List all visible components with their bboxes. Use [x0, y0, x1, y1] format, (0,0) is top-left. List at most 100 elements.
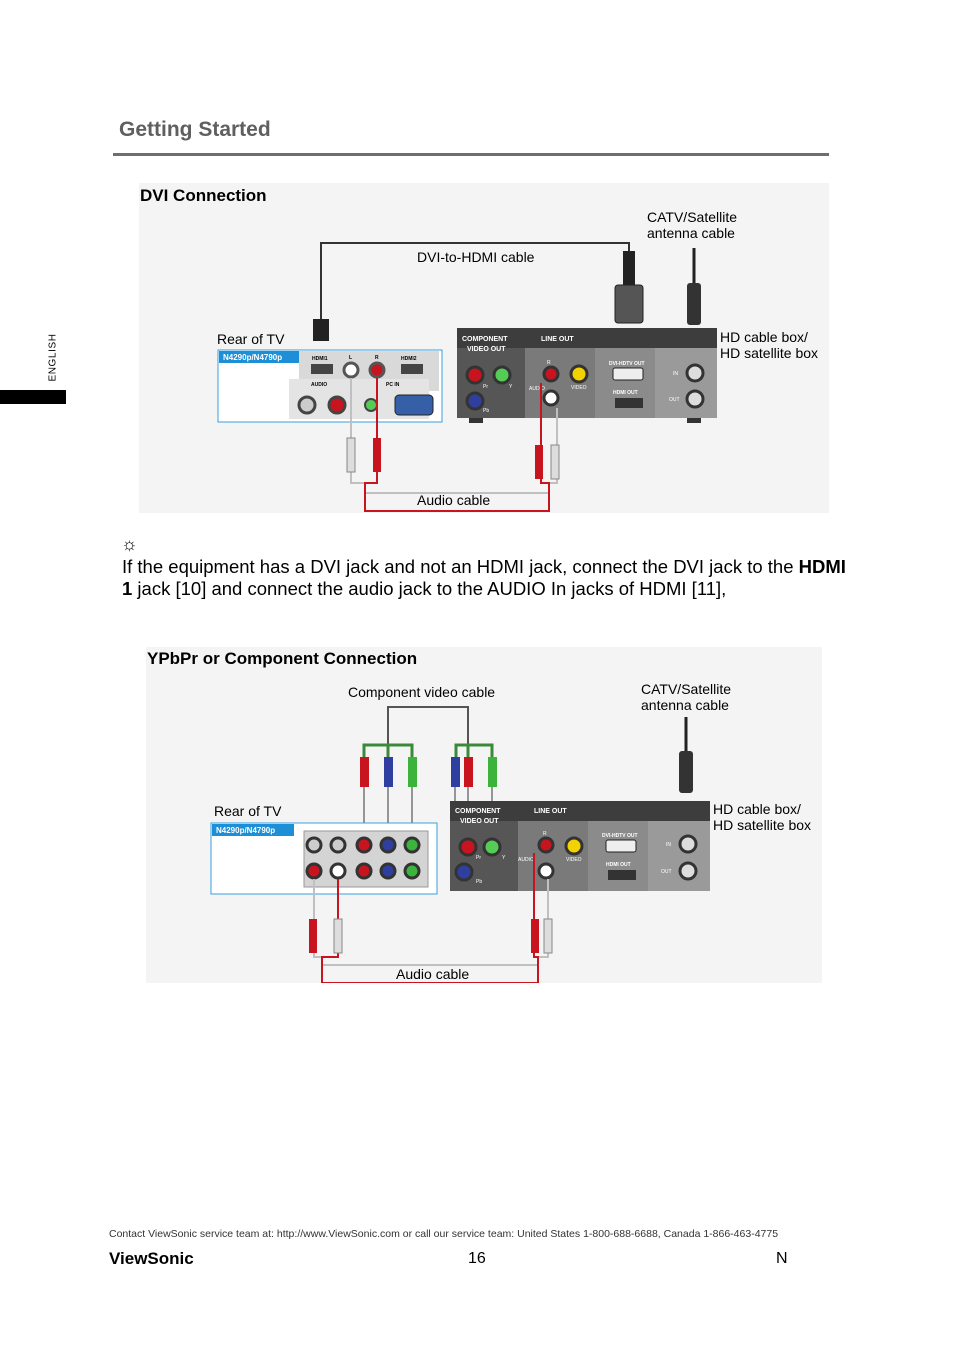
audio-cable-white — [350, 378, 558, 494]
audio-plug-white-box — [543, 918, 553, 954]
box-plug-blue — [451, 757, 460, 787]
dvi-connector — [614, 284, 644, 324]
box-plug-red — [464, 757, 473, 787]
box-plug-green — [488, 757, 497, 787]
box-pr-label: Pr — [483, 384, 488, 390]
rear-tv-label: Rear of TV — [214, 803, 282, 819]
box-audio-label: AUDIO — [518, 857, 534, 863]
dvi-cable-boot — [623, 251, 635, 286]
component-figure-title: YPbPr or Component Connection — [147, 649, 418, 668]
box-foot-right — [687, 418, 701, 423]
hd-box-antenna-panel — [655, 348, 717, 418]
model-badge — [212, 824, 294, 836]
box-y-jack — [492, 365, 512, 385]
note-text-part1: If the equipment has a DVI jack and not … — [122, 556, 799, 577]
model-badge — [219, 351, 301, 363]
component-cable-label: Component video cable — [348, 684, 495, 700]
audio-plug-red-tv — [373, 438, 381, 472]
hd-box-top-strip — [457, 328, 717, 348]
box-component-label-1: COMPONENT — [462, 336, 508, 343]
box-foot-left — [469, 418, 483, 423]
box-hdmi-label: HDMI OUT — [606, 862, 631, 868]
hd-box-lineout-panel — [518, 821, 588, 891]
tv-jack-bottom-1 — [305, 862, 323, 880]
box-dvi-label: DVI-HDTV OUT — [609, 361, 645, 367]
box-y-label: Y — [509, 384, 513, 390]
box-video-jack — [569, 364, 589, 384]
box-dvi-port — [612, 367, 644, 381]
hd-box-label-line1: HD cable box/ — [713, 801, 801, 817]
dvi-hdmi-cable — [320, 242, 630, 321]
note-text-bold: HDMI 1 — [122, 556, 846, 599]
component-cable-split-box — [454, 743, 494, 757]
footer-brand: ViewSonic — [109, 1249, 194, 1268]
tv-hdmi2-port — [401, 364, 423, 374]
audio-cable-red — [321, 853, 539, 983]
box-y-jack — [482, 837, 502, 857]
tv-jack-top-5 — [403, 836, 421, 854]
model-badge-text: N4290p/N4790p — [216, 826, 275, 835]
box-r-label: R — [543, 831, 547, 837]
box-y-label: Y — [502, 855, 506, 861]
tv-pc-audio-jack — [364, 398, 378, 412]
tv-hdmi2-label: HDMI2 — [401, 356, 417, 362]
hdmi-connector — [313, 319, 329, 341]
catv-label-line2: antenna cable — [647, 225, 735, 241]
tv-jack-top-2 — [329, 836, 347, 854]
box-dvi-label: DVI-HDTV OUT — [602, 833, 638, 839]
title-divider — [113, 153, 829, 156]
hd-box-digital-panel — [588, 821, 648, 891]
language-tab-bar — [0, 390, 66, 404]
hd-box-lineout-panel — [525, 348, 595, 418]
language-tab: ENGLISH — [48, 330, 67, 390]
antenna-connector — [679, 751, 693, 793]
tv-audio-jack-1 — [297, 395, 317, 415]
component-cable-split-tv — [362, 743, 414, 757]
audio-plug-white-box — [550, 444, 560, 480]
box-video-jack — [564, 836, 584, 856]
catv-label-line1: CATV/Satellite — [641, 681, 731, 697]
tv-pcin-label: PC IN — [386, 382, 400, 388]
box-component-label-2: VIDEO OUT — [460, 818, 499, 825]
box-dvi-port — [605, 839, 637, 853]
box-pb-jack — [465, 391, 485, 411]
hd-box-label-line2: HD satellite box — [720, 345, 818, 361]
tv-l-label: L — [349, 355, 352, 361]
box-pr-jack — [465, 365, 485, 385]
lightbulb-icon: ☼ — [121, 534, 138, 554]
component-diagram: Component video cable CATV/Satellite ant… — [210, 681, 811, 983]
box-video-label: VIDEO — [566, 857, 582, 863]
box-hdmi-label: HDMI OUT — [613, 390, 638, 396]
box-pr-label: Pr — [476, 855, 481, 861]
box-in-label: IN — [666, 842, 671, 848]
box-audio-r-jack — [542, 365, 560, 383]
hd-box-top-strip — [450, 801, 710, 821]
box-audio-r-jack — [537, 836, 555, 854]
tv-plug-blue — [384, 757, 393, 787]
footer-model-code: N — [776, 1250, 788, 1267]
tv-audio-label: AUDIO — [311, 382, 327, 388]
tv-audio-r-jack — [368, 361, 386, 379]
audio-cable-label: Audio cable — [396, 966, 469, 982]
tv-hdmi1-port — [311, 364, 333, 374]
dvi-figure: DVI Connection CATV/Satellite antenna ca… — [139, 183, 829, 513]
box-component-label-1: COMPONENT — [455, 808, 501, 815]
dvi-figure-title: DVI Connection — [140, 186, 267, 205]
audio-plug-white-tv — [333, 918, 343, 954]
box-antenna-out — [678, 861, 698, 881]
audio-plug-red-box — [535, 445, 543, 479]
box-out-label: OUT — [669, 397, 680, 403]
tv-jack-top-3 — [355, 836, 373, 854]
hd-box-label-line2: HD satellite box — [713, 817, 811, 833]
tv-audio-l-jack — [342, 361, 360, 379]
tv-audio-jack-2 — [327, 395, 347, 415]
audio-cable-label: Audio cable — [417, 492, 490, 508]
antenna-connector — [687, 283, 701, 325]
dvi-diagram: CATV/Satellite antenna cable DVI-to-HDMI… — [217, 209, 818, 512]
tv-jack-top-1 — [305, 836, 323, 854]
box-antenna-in — [678, 834, 698, 854]
box-lineout-label: LINE OUT — [534, 808, 567, 815]
tv-jack-bottom-2 — [329, 862, 347, 880]
note-text-part2: jack [10] and connect the audio jack to … — [132, 578, 727, 599]
box-audio-label: AUDIO — [529, 386, 545, 392]
